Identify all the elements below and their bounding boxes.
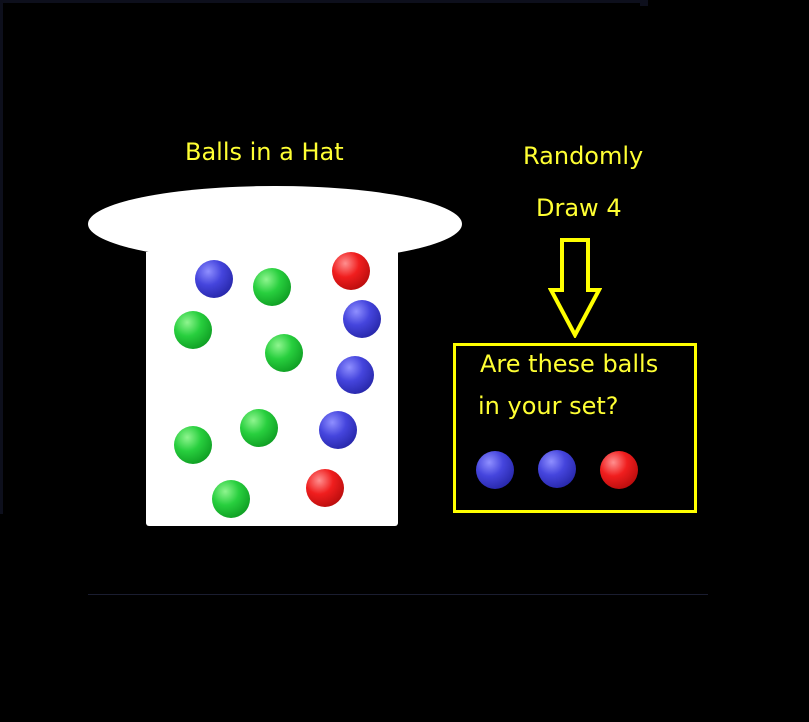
drawn-ball — [600, 451, 638, 489]
frame-edge-top — [3, 0, 643, 3]
question-line2: in your set? — [478, 392, 619, 420]
hat-ball — [240, 409, 278, 447]
bottom-divider — [88, 594, 708, 595]
hat-ball — [212, 480, 250, 518]
frame-edge-mark — [640, 0, 648, 6]
frame-edge-left — [0, 0, 3, 514]
hat-ball — [319, 411, 357, 449]
hat-brim — [88, 186, 462, 262]
hat-title: Balls in a Hat — [185, 138, 344, 166]
draw-label-line2: Draw 4 — [536, 194, 622, 222]
question-line1: Are these balls — [480, 350, 659, 378]
hat-ball — [174, 311, 212, 349]
hat-ball — [336, 356, 374, 394]
hat-ball — [343, 300, 381, 338]
hat-ball — [306, 469, 344, 507]
hat-ball — [253, 268, 291, 306]
hat-ball — [265, 334, 303, 372]
draw-label-line1: Randomly — [523, 142, 644, 170]
down-arrow-icon — [548, 238, 602, 338]
hat-ball — [174, 426, 212, 464]
drawn-ball — [476, 451, 514, 489]
hat-ball — [195, 260, 233, 298]
drawn-ball — [538, 450, 576, 488]
hat-ball — [332, 252, 370, 290]
